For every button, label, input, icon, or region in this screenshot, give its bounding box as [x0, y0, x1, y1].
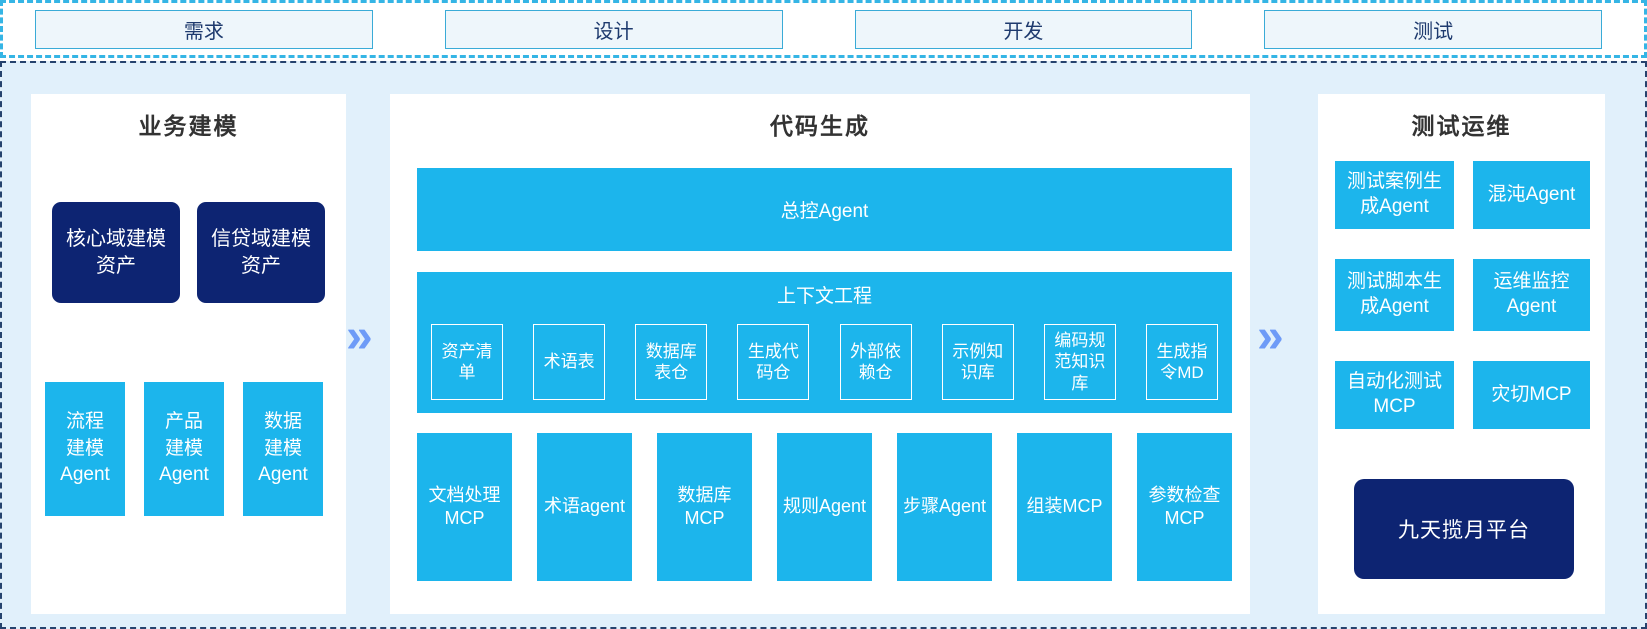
phase-box-development: 开发 — [854, 9, 1193, 49]
generated-code-repo-box: 生成代码仓 — [737, 324, 810, 400]
tools-row: 文档处理MCP 术语agent 数据库MCP 规则Agent 步骤Agent 组… — [417, 433, 1232, 581]
phase-box-requirements: 需求 — [35, 9, 373, 49]
context-items-row: 资产清单 术语表 数据库表仓 生成代码仓 外部依赖仓 示例知识库 编码规范知识库… — [431, 324, 1218, 400]
test-ops-row-2: 测试脚本生成Agent 运维监控Agent — [1335, 259, 1590, 331]
code-generation-title: 代码生成 — [770, 113, 870, 139]
context-engineering-block: 上下文工程 资产清单 术语表 数据库表仓 生成代码仓 外部依赖仓 示例知识库 编… — [417, 272, 1232, 413]
doc-processing-mcp-box: 文档处理MCP — [417, 433, 512, 581]
context-engineering-title: 上下文工程 — [776, 286, 872, 307]
business-modeling-title: 业务建模 — [138, 113, 239, 139]
example-knowledge-base-box: 示例知识库 — [941, 324, 1014, 400]
jiutian-lanyue-platform-box: 九天揽月平台 — [1354, 479, 1574, 579]
modeling-assets-row: 核心域建模资产 信贷域建模资产 — [52, 202, 325, 303]
phase-box-design: 设计 — [444, 9, 783, 49]
modeling-agents-row: 流程建模Agent 产品建模Agent 数据建模Agent — [45, 382, 323, 516]
process-modeling-agent-box: 流程建模Agent — [45, 382, 125, 516]
core-domain-asset-box: 核心域建模资产 — [52, 202, 180, 303]
master-agent-bar: 总控Agent — [417, 168, 1232, 251]
test-ops-row-1: 测试案例生成Agent 混沌Agent — [1335, 161, 1590, 229]
disaster-switch-mcp-box: 灾切MCP — [1473, 361, 1590, 429]
database-mcp-box: 数据库MCP — [657, 433, 752, 581]
phase-strip: 需求 设计 开发 测试 — [0, 0, 1647, 58]
terminology-agent-box: 术语agent — [537, 433, 632, 581]
product-modeling-agent-box: 产品建模Agent — [144, 382, 224, 516]
test-ops-title: 测试运维 — [1411, 113, 1512, 139]
business-modeling-panel: 业务建模 核心域建模资产 信贷域建模资产 流程建模Agent 产品建模Agent… — [31, 94, 346, 614]
generated-instruction-md-box: 生成指令MD — [1145, 324, 1218, 400]
parameter-check-mcp-box: 参数检查MCP — [1137, 433, 1232, 581]
pipeline-region: 业务建模 核心域建模资产 信贷域建模资产 流程建模Agent 产品建模Agent… — [0, 61, 1647, 629]
flow-chevron-right-icon: » — [1257, 310, 1284, 363]
asset-list-box: 资产清单 — [431, 324, 503, 400]
database-table-repo-box: 数据库表仓 — [635, 324, 708, 400]
coding-standard-knowledge-base-box: 编码规范知识库 — [1043, 324, 1116, 400]
glossary-box: 术语表 — [533, 324, 606, 400]
ops-monitoring-agent-box: 运维监控Agent — [1473, 259, 1590, 331]
test-script-generation-agent-box: 测试脚本生成Agent — [1335, 259, 1454, 331]
automated-test-mcp-box: 自动化测试MCP — [1335, 361, 1454, 429]
test-case-generation-agent-box: 测试案例生成Agent — [1335, 161, 1454, 229]
steps-agent-box: 步骤Agent — [897, 433, 992, 581]
flow-chevron-left-icon: » — [346, 310, 373, 363]
phase-box-testing: 测试 — [1264, 9, 1602, 49]
assembly-mcp-box: 组装MCP — [1017, 433, 1112, 581]
test-ops-row-3: 自动化测试MCP 灾切MCP — [1335, 361, 1590, 429]
test-ops-panel: 测试运维 测试案例生成Agent 混沌Agent 测试脚本生成Agent 运维监… — [1318, 94, 1605, 614]
rules-agent-box: 规则Agent — [777, 433, 872, 581]
credit-domain-asset-box: 信贷域建模资产 — [197, 202, 325, 303]
data-modeling-agent-box: 数据建模Agent — [243, 382, 323, 516]
chaos-agent-box: 混沌Agent — [1473, 161, 1590, 229]
external-dependency-repo-box: 外部依赖仓 — [839, 324, 912, 400]
code-generation-panel: 代码生成 总控Agent 上下文工程 资产清单 术语表 数据库表仓 生成代码仓 … — [390, 94, 1250, 614]
